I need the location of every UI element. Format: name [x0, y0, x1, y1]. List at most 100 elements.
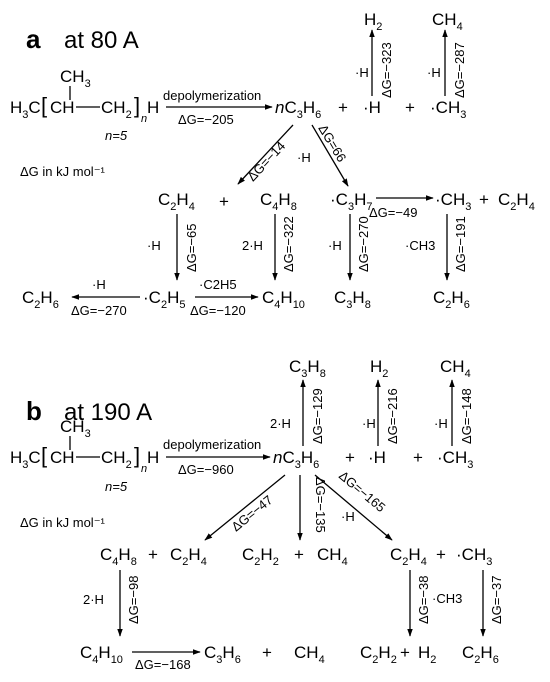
- depolymerization-label-a: depolymerization: [163, 88, 261, 103]
- ethyl-radical-a: ·C2H5: [143, 288, 185, 311]
- svg-text:2·H: 2·H: [83, 592, 104, 607]
- methane-b: CH4: [317, 545, 348, 568]
- methyl-radical-a: ·CH3: [430, 98, 466, 121]
- svg-text:H: H: [147, 98, 159, 117]
- propene-a: nC3H6: [275, 98, 321, 121]
- repeat-count-b: n=5: [105, 479, 128, 494]
- methane-product-a: CH4: [432, 10, 463, 33]
- svg-text:2·H: 2·H: [270, 416, 291, 431]
- svg-text:n: n: [141, 113, 147, 125]
- propene-b2: C3H6: [204, 643, 241, 666]
- svg-text:CH3: CH3: [60, 417, 91, 440]
- propane-a: C3H8: [334, 288, 371, 311]
- svg-text:+: +: [345, 448, 355, 467]
- svg-text:+: +: [148, 545, 158, 564]
- svg-text:·CH3: ·CH3: [432, 591, 462, 606]
- methyl-radical-b2: ·CH3: [456, 545, 492, 568]
- svg-text:[: [: [41, 443, 47, 468]
- dg-c3h7-h-a: ΔG=−270: [356, 216, 371, 272]
- svg-text:+: +: [436, 545, 446, 564]
- butane-b: C4H10: [80, 643, 123, 666]
- butene-a: C4H8: [260, 190, 297, 213]
- propane-product-b: C3H8: [289, 357, 326, 380]
- dg-c4h8-2h-b: ΔG=−98: [126, 576, 141, 624]
- svg-text:+: +: [400, 643, 410, 662]
- propyl-radical-a: ·C3H7: [330, 190, 372, 213]
- svg-text:+: +: [413, 448, 423, 467]
- depolymerization-label-b: depolymerization: [163, 437, 261, 452]
- dg-ch3-ch3-a: ΔG=−191: [453, 216, 468, 272]
- polypropylene-structure-a: CH3 H3C [ CH CH2 ] n H n=5: [10, 67, 159, 143]
- dg-h-h-b: ΔG=−216: [385, 388, 400, 444]
- repeat-count-a: n=5: [105, 128, 128, 143]
- h-radical-a: ·H: [363, 98, 381, 117]
- svg-text:+: +: [262, 643, 272, 662]
- hydrogen-b: H2: [418, 643, 436, 666]
- hydrogen-product-a: H2: [364, 10, 382, 33]
- dg-c2h4-dehydro-b: ΔG=−38: [416, 576, 431, 624]
- dg-to-c4h8-b: ΔG=−47: [228, 492, 275, 534]
- panel-a: a at 80 A CH3 H3C [ CH CH2 ] n H n=5 ΔG …: [10, 10, 535, 318]
- ethane-a: C2H6: [22, 288, 59, 311]
- svg-text:·H: ·H: [92, 277, 106, 292]
- svg-text:]: ]: [134, 93, 140, 118]
- svg-text:·CH3: ·CH3: [405, 238, 435, 253]
- dg-to-c3h7-a: ΔG=66: [315, 122, 349, 165]
- butane-a: C4H10: [262, 288, 305, 311]
- svg-text:]: ]: [134, 443, 140, 468]
- dg-h-h-a: ΔG=−323: [379, 42, 394, 98]
- ethane-a2: C2H6: [433, 288, 470, 311]
- depolymerization-dg-b: ΔG=−960: [178, 462, 234, 477]
- svg-text:H3C: H3C: [10, 448, 41, 471]
- ethylene-a: C2H4: [158, 190, 195, 213]
- svg-text:·H: ·H: [297, 150, 311, 165]
- dg-c4h8-2h-a: ΔG=−322: [281, 216, 296, 272]
- svg-text:·H: ·H: [355, 65, 369, 80]
- svg-text:+: +: [338, 98, 348, 117]
- acetylene-b: C2H2: [242, 545, 279, 568]
- hydrogen-product-b: H2: [370, 357, 388, 380]
- svg-text:CH: CH: [50, 448, 75, 467]
- svg-text:·C2H5: ·C2H5: [199, 277, 237, 292]
- methane-b2: CH4: [294, 643, 325, 666]
- depolymerization-dg-a: ΔG=−205: [178, 112, 234, 127]
- ethylene-a2: C2H4: [498, 190, 535, 213]
- methyl-radical-a2: ·CH3: [435, 190, 471, 213]
- svg-text:·H: ·H: [362, 416, 376, 431]
- end-group: H3C: [10, 98, 41, 121]
- svg-text:CH2: CH2: [101, 98, 132, 121]
- dg-h-ch3-b: ΔG=−148: [459, 388, 474, 444]
- dg-c3h6-2h-b: ΔG=−129: [310, 388, 325, 444]
- dg-ch3-ch3-b: ΔG=−37: [489, 576, 504, 624]
- svg-text:+: +: [294, 545, 304, 564]
- svg-text:·H: ·H: [341, 509, 355, 524]
- svg-text:CH: CH: [50, 98, 75, 117]
- h-radical-b: ·H: [368, 448, 386, 467]
- propene-b: nC3H6: [273, 448, 319, 471]
- ethylene-b: C2H4: [170, 545, 207, 568]
- dg-to-c2h2-b: ΔG=−135: [313, 477, 328, 533]
- dg-h-ch3-a: ΔG=−287: [452, 42, 467, 98]
- polypropylene-structure-b: CH3 H3C [ CH CH2 ] n H n=5: [10, 417, 159, 494]
- panel-a-condition: at 80 A: [64, 27, 139, 54]
- svg-text:n: n: [141, 463, 147, 475]
- ethane-b: C2H6: [462, 643, 499, 666]
- ethylene-b2: C2H4: [390, 545, 427, 568]
- dg-c2h5-c2h5-a: ΔG=−120: [190, 303, 246, 318]
- dg-units-a: ΔG in kJ mol⁻¹: [20, 164, 106, 179]
- dg-to-c2h4-b: ΔG=−165: [336, 468, 388, 515]
- svg-text:[: [: [41, 93, 47, 118]
- svg-text:+: +: [405, 98, 415, 117]
- panel-b-letter: b: [26, 396, 42, 426]
- butene-b: C4H8: [100, 545, 137, 568]
- dg-to-c2h4-a: ΔG=−14: [244, 138, 288, 184]
- svg-text:·H: ·H: [147, 238, 161, 253]
- dg-c2h4-h-a: ΔG=−65: [184, 224, 199, 272]
- svg-text:·H: ·H: [427, 65, 441, 80]
- dg-c4h10-split-b: ΔG=−168: [135, 657, 191, 672]
- dg-units-b: ΔG in kJ mol⁻¹: [20, 515, 106, 530]
- acetylene-b2: C2H2: [360, 643, 397, 666]
- svg-text:H: H: [147, 448, 159, 467]
- dg-c3h7-split-a: ΔG=−49: [369, 205, 417, 220]
